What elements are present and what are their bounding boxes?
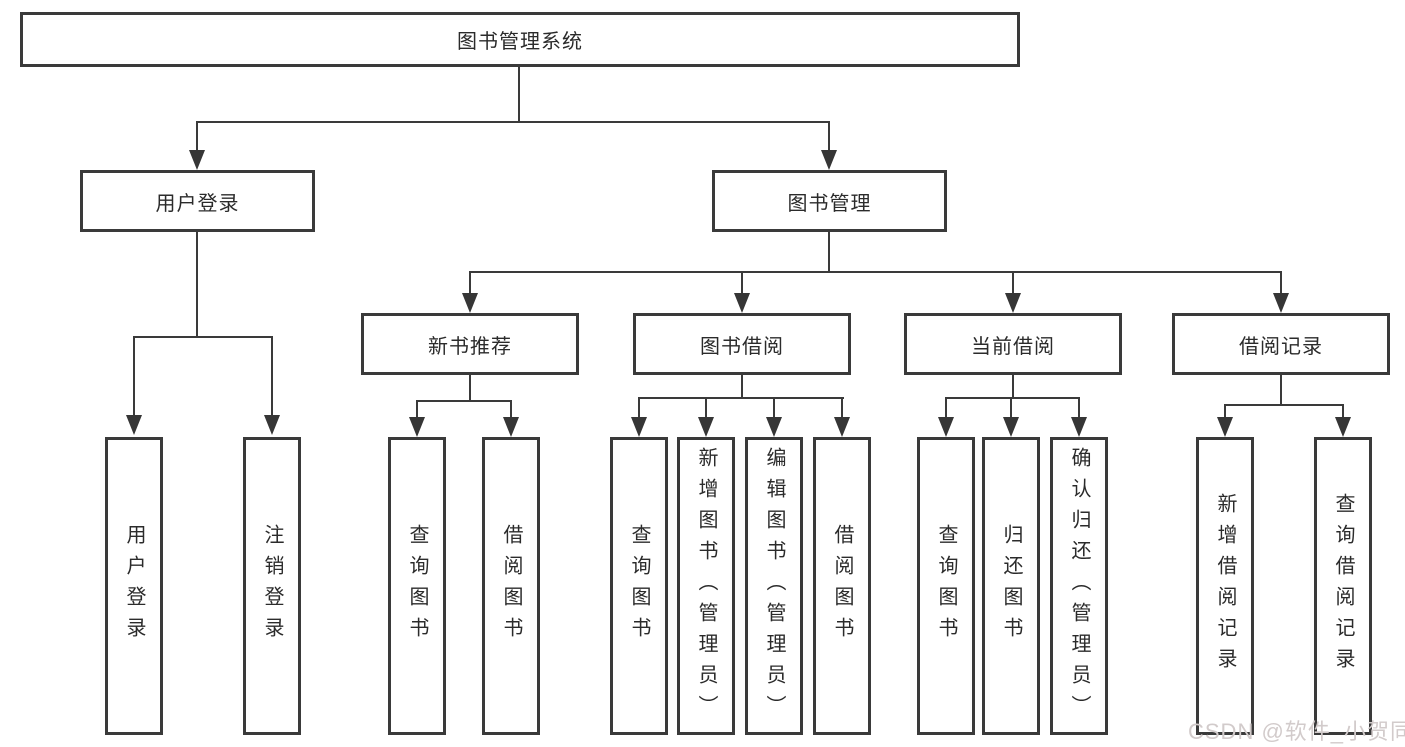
arrow-down-bw-leaf2-icon — [698, 417, 714, 437]
edge-user-login-h — [133, 336, 273, 338]
edge-to-user-login-v — [196, 121, 198, 151]
edge-book-management-h — [469, 271, 1282, 273]
node-book-management: 图书管理 — [712, 170, 947, 232]
arrow-down-cu-leaf2-icon — [1003, 417, 1019, 437]
arrow-down-bw-leaf1-icon — [631, 417, 647, 437]
node-user-login: 用户登录 — [80, 170, 315, 232]
arrow-down-leaf-logout-icon — [264, 415, 280, 435]
edge-to-borrowing-v — [741, 271, 743, 295]
leaf-add-books-admin: 新增图书（管理员） — [677, 437, 735, 735]
leaf-confirm-return-admin: 确认归还（管理员） — [1050, 437, 1108, 735]
edge-rc-leaf1-v — [1224, 404, 1226, 418]
edge-cu-leaf3-v — [1078, 397, 1080, 418]
edge-nb-leaf2-v — [510, 400, 512, 418]
edge-borrowing-trunk-v — [741, 374, 743, 399]
edge-records-trunk-v — [1280, 374, 1282, 406]
edge-to-records-v — [1280, 271, 1282, 295]
edge-to-leaf-logout-v — [271, 336, 273, 416]
arrow-down-user-login-icon — [189, 150, 205, 170]
edge-root-h — [196, 121, 830, 123]
arrow-down-borrowing-icon — [734, 293, 750, 313]
edge-nb-leaf1-v — [416, 400, 418, 418]
leaf-query-books-recommend: 查询图书 — [388, 437, 446, 735]
arrow-down-bw-leaf3-icon — [766, 417, 782, 437]
leaf-edit-books-admin: 编辑图书（管理员） — [745, 437, 803, 735]
edge-current-h — [945, 397, 1080, 399]
edge-user-login-trunk-v — [196, 232, 198, 338]
leaf-return-books: 归还图书 — [982, 437, 1040, 735]
arrow-down-records-icon — [1273, 293, 1289, 313]
edge-to-leaf-user-login-v — [133, 336, 135, 416]
arrow-down-nb-leaf2-icon — [503, 417, 519, 437]
arrow-down-nb-leaf1-icon — [409, 417, 425, 437]
leaf-query-books-borrowing: 查询图书 — [610, 437, 668, 735]
edge-to-current-v — [1012, 271, 1014, 295]
edge-bw-leaf2-v — [705, 397, 707, 418]
arrow-down-leaf-user-login-icon — [126, 415, 142, 435]
leaf-borrow-books-recommend: 借阅图书 — [482, 437, 540, 735]
arrow-down-bw-leaf4-icon — [834, 417, 850, 437]
edge-rc-leaf2-v — [1342, 404, 1344, 418]
leaf-logout: 注销登录 — [243, 437, 301, 735]
edge-to-new-book-v — [469, 271, 471, 295]
node-current-borrowing: 当前借阅 — [904, 313, 1122, 375]
edge-bw-leaf4-v — [841, 397, 843, 418]
arrow-down-rc-leaf2-icon — [1335, 417, 1351, 437]
leaf-user-login: 用户登录 — [105, 437, 163, 735]
csdn-watermark: CSDN @软件_小贺同学 — [1188, 719, 1405, 744]
edge-book-management-trunk-v — [828, 232, 830, 273]
edge-root-trunk-v — [518, 67, 520, 123]
arrow-down-book-management-icon — [821, 150, 837, 170]
edge-new-book-trunk-v — [469, 374, 471, 402]
arrow-down-cu-leaf1-icon — [938, 417, 954, 437]
node-book-borrowing: 图书借阅 — [633, 313, 851, 375]
edge-cu-leaf2-v — [1010, 397, 1012, 418]
node-library-management-system: 图书管理系统 — [20, 12, 1020, 67]
leaf-query-borrow-record: 查询借阅记录 — [1314, 437, 1372, 735]
edge-bw-leaf3-v — [773, 397, 775, 418]
leaf-borrow-books-borrowing: 借阅图书 — [813, 437, 871, 735]
edge-to-book-management-v — [828, 121, 830, 151]
leaf-query-books-current: 查询图书 — [917, 437, 975, 735]
arrow-down-new-book-icon — [462, 293, 478, 313]
edge-cu-leaf1-v — [945, 397, 947, 418]
edge-new-book-h — [416, 400, 512, 402]
edge-records-h — [1224, 404, 1344, 406]
edge-bw-leaf1-v — [638, 397, 640, 418]
arrow-down-rc-leaf1-icon — [1217, 417, 1233, 437]
node-borrowing-records: 借阅记录 — [1172, 313, 1390, 375]
edge-borrowing-h — [638, 397, 844, 399]
edge-current-trunk-v — [1012, 374, 1014, 399]
arrow-down-current-icon — [1005, 293, 1021, 313]
arrow-down-cu-leaf3-icon — [1071, 417, 1087, 437]
node-new-book-recommendation: 新书推荐 — [361, 313, 579, 375]
leaf-add-borrow-record: 新增借阅记录 — [1196, 437, 1254, 735]
